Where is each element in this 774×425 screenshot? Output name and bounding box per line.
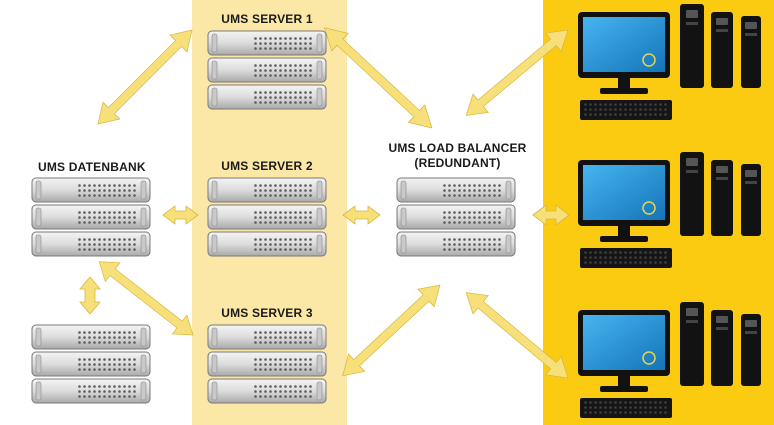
arrow-lb-client2 xyxy=(532,204,570,226)
arrow-db-server2 xyxy=(162,205,199,225)
desktop-computer-icon xyxy=(577,3,762,121)
arrow-server2-lb xyxy=(342,205,381,225)
arrow-db-backup xyxy=(79,276,101,315)
arrow-server3-lb xyxy=(334,275,449,385)
arrow-lb-client1 xyxy=(458,20,577,125)
desktop-computer-icon xyxy=(577,151,762,269)
load-balancer-rack-icon xyxy=(396,177,516,257)
database-rack-icon xyxy=(31,177,151,257)
label-load-balancer: UMS LOAD BALANCER (REDUNDANT) xyxy=(385,141,530,171)
arrow-lb-client3 xyxy=(458,283,577,388)
arrow-db-server1 xyxy=(89,21,201,133)
label-database: UMS DATENBANK xyxy=(38,160,146,174)
label-server3: UMS SERVER 3 xyxy=(221,306,313,320)
label-load-balancer-line1: UMS LOAD BALANCER xyxy=(388,141,527,155)
server1-rack-icon xyxy=(207,30,327,110)
label-server2: UMS SERVER 2 xyxy=(221,159,313,173)
label-load-balancer-line2: (REDUNDANT) xyxy=(414,156,501,170)
desktop-computer-icon xyxy=(577,301,762,419)
arrow-server1-lb xyxy=(315,18,441,138)
database-backup-rack-icon xyxy=(31,324,151,404)
server3-rack-icon xyxy=(207,324,327,404)
label-server1: UMS SERVER 1 xyxy=(221,12,313,26)
server2-rack-icon xyxy=(207,177,327,257)
